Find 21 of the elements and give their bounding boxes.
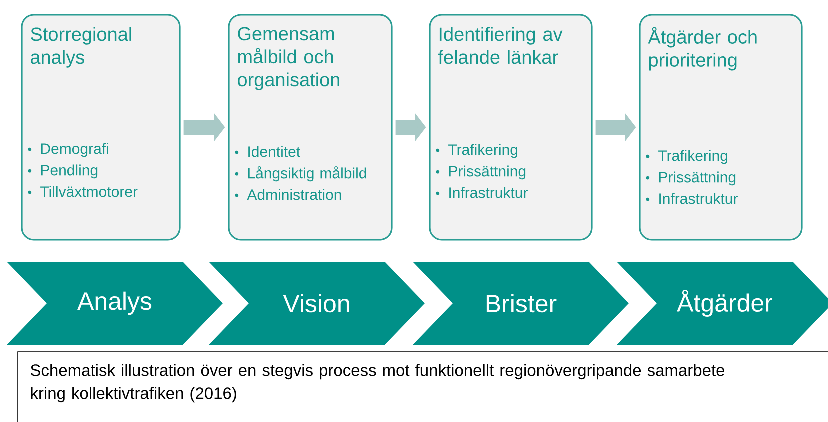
box-heading: Identifiering av felande länkar — [438, 27, 563, 64]
list-item: Prissättning — [646, 172, 736, 186]
list-item: Tillväxtmotorer — [28, 186, 138, 198]
caption-box: Schematisk illustration över en stegvis process mot funktionellt regionövergripande samarbete kring kollektivtrafiken (2016) — [18, 352, 828, 422]
chevron-step: Vision — [209, 262, 425, 345]
list-item: Trafikering — [646, 150, 728, 164]
box-heading: Storregional analys — [31, 27, 132, 68]
list-item: Trafikering — [436, 144, 518, 158]
list-item: Identitet — [235, 146, 300, 158]
chevron-step: Brister — [413, 262, 629, 345]
list-item: Pendling — [28, 164, 98, 179]
list-item: Långsiktig målbild — [235, 166, 366, 182]
box-heading: Gemensam målbild och organisation — [238, 27, 340, 90]
box-heading: Åtgärder och prioritering — [648, 27, 757, 71]
list-item: Infrastruktur — [436, 187, 528, 198]
chevron-step: Analys — [7, 262, 223, 345]
list-item: Demografi — [28, 143, 108, 158]
chevron-step: Åtgärder — [617, 262, 828, 345]
list-item: Infrastruktur — [646, 193, 738, 204]
list-item: Administration — [235, 189, 342, 200]
list-item: Prissättning — [436, 166, 526, 180]
